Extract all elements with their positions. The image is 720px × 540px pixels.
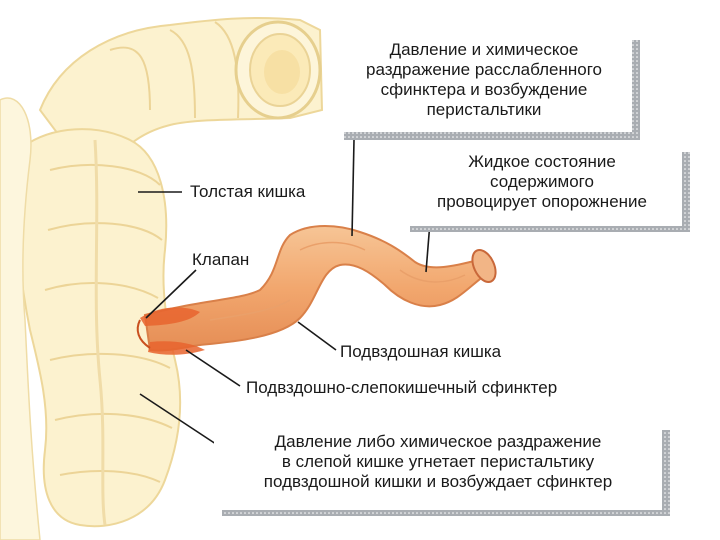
leader-lines [138, 139, 431, 449]
label-colon: Толстая кишка [190, 182, 306, 201]
leader-valve [145, 269, 197, 319]
ileum [143, 225, 497, 352]
note-top-line-2: раздражение расслабленного [366, 60, 602, 79]
label-sphincter: Подвздошно-слепокишечный сфинктер [246, 378, 558, 397]
note-middle-line-2: содержимого [490, 172, 594, 191]
note-box-bottom: Давление либо химическое раздражение в с… [214, 424, 662, 510]
note-top-line-4: перистальтики [426, 100, 542, 119]
note-top-line-3: сфинктера и возбуждение [380, 80, 588, 99]
leader-ileum [297, 321, 337, 351]
label-ileum: Подвздошная кишка [340, 342, 502, 361]
leader-top-box [351, 139, 355, 237]
label-valve: Клапан [192, 250, 250, 269]
note-middle-line-3: провоцирует опорожнение [436, 192, 647, 211]
note-bottom-line-1: Давление либо химическое раздражение [274, 432, 602, 451]
leader-sphincter [185, 349, 241, 387]
note-box-middle: Жидкое состояние содержимого провоцирует… [402, 146, 682, 226]
note-middle-line-1: Жидкое состояние [468, 152, 616, 171]
note-bottom-line-2: в слепой кишке угнетает перистальтику [281, 452, 595, 471]
note-top-line-1: Давление и химическое [389, 40, 579, 59]
leader-bottom-box [139, 393, 223, 449]
note-bottom-line-3: подвздошной кишки и возбуждает сфинктер [263, 472, 613, 491]
note-box-top: Давление и химическое раздражение рассла… [336, 32, 632, 132]
colon [0, 16, 324, 540]
ileocecal-sphincter [136, 307, 205, 355]
